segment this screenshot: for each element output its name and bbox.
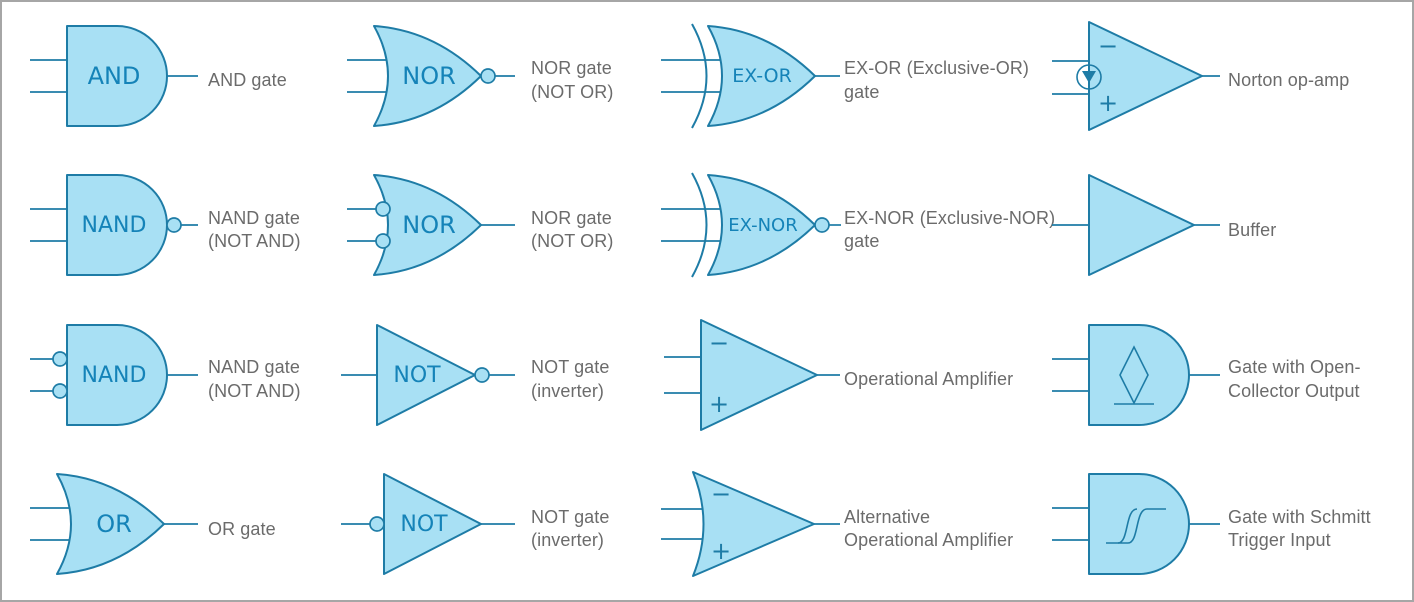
schmitt-trigger-gate-icon [1044, 464, 1224, 594]
cell-open-collector-gate: Gate with Open- Collector Output [1042, 301, 1412, 451]
buffer-icon [1044, 165, 1224, 295]
symbol-label: Gate with Schmitt Trigger Input [1228, 506, 1371, 551]
gate-text: NOT [393, 363, 441, 388]
not-gate-input-bubble-icon: NOT [339, 464, 519, 594]
negation-bubble [375, 233, 391, 250]
negation-bubble [375, 201, 391, 218]
not-gate-icon: NOT [339, 315, 519, 445]
cell-alt-op-amp: − + Alternative Operational Amplifier [657, 451, 1042, 601]
current-source-arrow [1082, 70, 1096, 83]
current-source-circle [1076, 63, 1102, 90]
gate-body [373, 174, 482, 277]
gate-text: EX-NOR [728, 215, 797, 236]
nand-gate-icon: NAND [22, 165, 202, 295]
gate-body [1088, 323, 1190, 426]
symbol-label: NOR gate (NOT OR) [531, 58, 614, 102]
gate-body [66, 24, 168, 127]
exclusive-arc [691, 172, 708, 278]
gate-body [56, 473, 165, 576]
cell-norton-op-amp: − + Norton op-amp [1042, 2, 1412, 152]
symbol-label: NAND gate (NOT AND) [208, 207, 301, 252]
cell-ex-nor-gate: EX-NOR EX-NOR (Exclusive-NOR) gate [657, 152, 1055, 302]
gate-body [707, 174, 816, 277]
plus-sign: + [1098, 89, 1118, 117]
negation-bubble [52, 350, 68, 367]
cell-nand-gate-alt: NAND NAND gate (NOT AND) [2, 301, 337, 451]
nor-gate-input-bubbles-icon: NOR [339, 165, 519, 295]
plus-sign: + [711, 537, 731, 565]
gate-body [707, 24, 816, 127]
gate-body [373, 24, 482, 127]
gate-text: OR [96, 510, 132, 538]
cell-nor-gate-alt: NOR NOR gate (NOT OR) [337, 152, 657, 302]
ex-nor-gate-icon: EX-NOR [659, 165, 844, 295]
symbol-label: Operational Amplifier [844, 369, 1014, 390]
minus-sign: − [711, 480, 731, 508]
symbol-label: Norton op-amp [1228, 70, 1350, 91]
gate-text: EX-OR [732, 65, 792, 87]
gate-text: NOT [400, 512, 448, 537]
cell-nand-gate: NAND NAND gate (NOT AND) [2, 152, 337, 302]
gate-text: NAND [82, 213, 147, 238]
minus-sign: − [1098, 32, 1118, 60]
cell-or-gate: OR OR gate [2, 451, 337, 601]
op-amp-icon: − + [659, 315, 844, 445]
cell-op-amp: − + Operational Amplifier [657, 301, 1042, 451]
gate-body [1088, 473, 1190, 576]
cell-ex-or-gate: EX-OR EX-OR (Exclusive-OR) gate [657, 2, 1042, 152]
buffer-body [1088, 174, 1195, 277]
gate-text: NAND [82, 363, 147, 388]
hysteresis-curve [1106, 508, 1166, 545]
open-collector-diamond [1119, 344, 1149, 405]
symbol-label: NOT gate (inverter) [531, 506, 610, 551]
negation-bubble [814, 217, 830, 234]
nor-gate-icon: NOR [339, 16, 519, 146]
cell-not-gate-alt: NOT NOT gate (inverter) [337, 451, 657, 601]
minus-sign: − [709, 329, 729, 357]
hysteresis-curve [1117, 508, 1138, 545]
nand-gate-input-bubbles-icon: NAND [22, 315, 202, 445]
alt-op-amp-icon: − + [659, 464, 844, 594]
symbol-label: NAND gate (NOT AND) [208, 357, 301, 401]
cell-nor-gate: NOR NOR gate (NOT OR) [337, 2, 657, 152]
negation-bubble [480, 67, 496, 84]
negation-bubble [166, 217, 182, 234]
negation-bubble [52, 382, 68, 399]
amp-body [692, 471, 815, 578]
negation-bubble [369, 516, 385, 533]
and-gate-icon: AND [22, 16, 202, 146]
open-collector-gate-icon [1044, 315, 1224, 445]
ex-or-gate-icon: EX-OR [659, 16, 844, 146]
symbol-label: EX-OR (Exclusive-OR) gate [844, 58, 1030, 102]
norton-op-amp-icon: − + [1044, 16, 1224, 146]
symbol-label: AND gate [208, 70, 287, 91]
cell-not-gate: NOT NOT gate (inverter) [337, 301, 657, 451]
cell-and-gate: AND AND gate [2, 2, 337, 152]
amp-body [700, 318, 818, 431]
cell-schmitt-trigger-gate: Gate with Schmitt Trigger Input [1042, 451, 1412, 601]
gate-text: NOR [402, 62, 456, 90]
gate-body [66, 323, 168, 426]
symbol-label: OR gate [208, 518, 276, 539]
symbol-label: Buffer [1228, 219, 1277, 240]
symbol-label: EX-NOR (Exclusive-NOR) gate [844, 207, 1056, 252]
gate-text: NOR [402, 211, 456, 239]
cell-buffer: Buffer [1042, 152, 1412, 302]
not-body [376, 323, 476, 426]
or-gate-icon: OR [22, 464, 202, 594]
gate-text: AND [88, 62, 141, 90]
symbol-label: Gate with Open- Collector Output [1228, 357, 1361, 401]
exclusive-arc [691, 23, 708, 129]
symbol-label: Alternative Operational Amplifier [844, 506, 1014, 551]
symbol-label: NOR gate (NOT OR) [531, 207, 614, 252]
plus-sign: + [709, 390, 729, 418]
negation-bubble [474, 366, 490, 383]
symbol-label: NOT gate (inverter) [531, 357, 610, 401]
